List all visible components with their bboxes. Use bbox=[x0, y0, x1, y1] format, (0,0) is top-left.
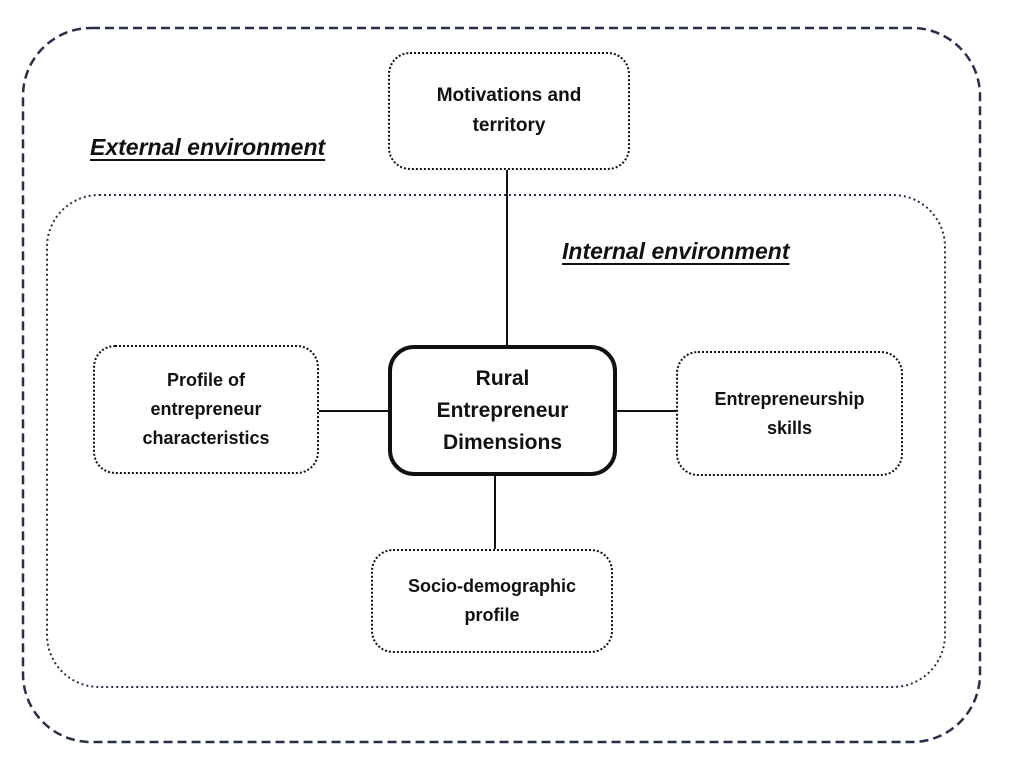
node-text-line: skills bbox=[766, 417, 813, 438]
node-text-line: Motivations and bbox=[436, 85, 582, 106]
node-text-line: Entrepreneurship bbox=[714, 388, 865, 409]
external-environment-label: External environment bbox=[90, 134, 326, 160]
node-text-line: Profile of bbox=[166, 370, 245, 390]
node-text-line: Socio-demographic bbox=[407, 576, 577, 596]
node-text-line: characteristics bbox=[142, 428, 270, 448]
node-text-line: Entrepreneur bbox=[436, 398, 569, 422]
node-entrepreneurship-skills: Entrepreneurship skills bbox=[676, 351, 903, 476]
internal-environment-border bbox=[46, 194, 946, 688]
node-text-line: Dimensions bbox=[442, 430, 563, 454]
node-socio-demographic-profile: Socio-demographic profile bbox=[371, 549, 613, 653]
node-motivations-and-territory: Motivations and territory bbox=[388, 52, 630, 170]
node-rural-entrepreneur-dimensions: Rural Entrepreneur Dimensions bbox=[388, 345, 617, 476]
node-text-line: entrepreneur bbox=[150, 399, 262, 419]
node-profile-of-entrepreneur-characteristics: Profile of entrepreneur characteristics bbox=[93, 345, 319, 474]
node-text-line: Rural bbox=[475, 366, 530, 390]
node-text-line: profile bbox=[464, 605, 520, 625]
internal-environment-label: Internal environment bbox=[562, 238, 790, 264]
node-text-line: territory bbox=[472, 115, 546, 136]
external-environment-border bbox=[21, 26, 982, 744]
